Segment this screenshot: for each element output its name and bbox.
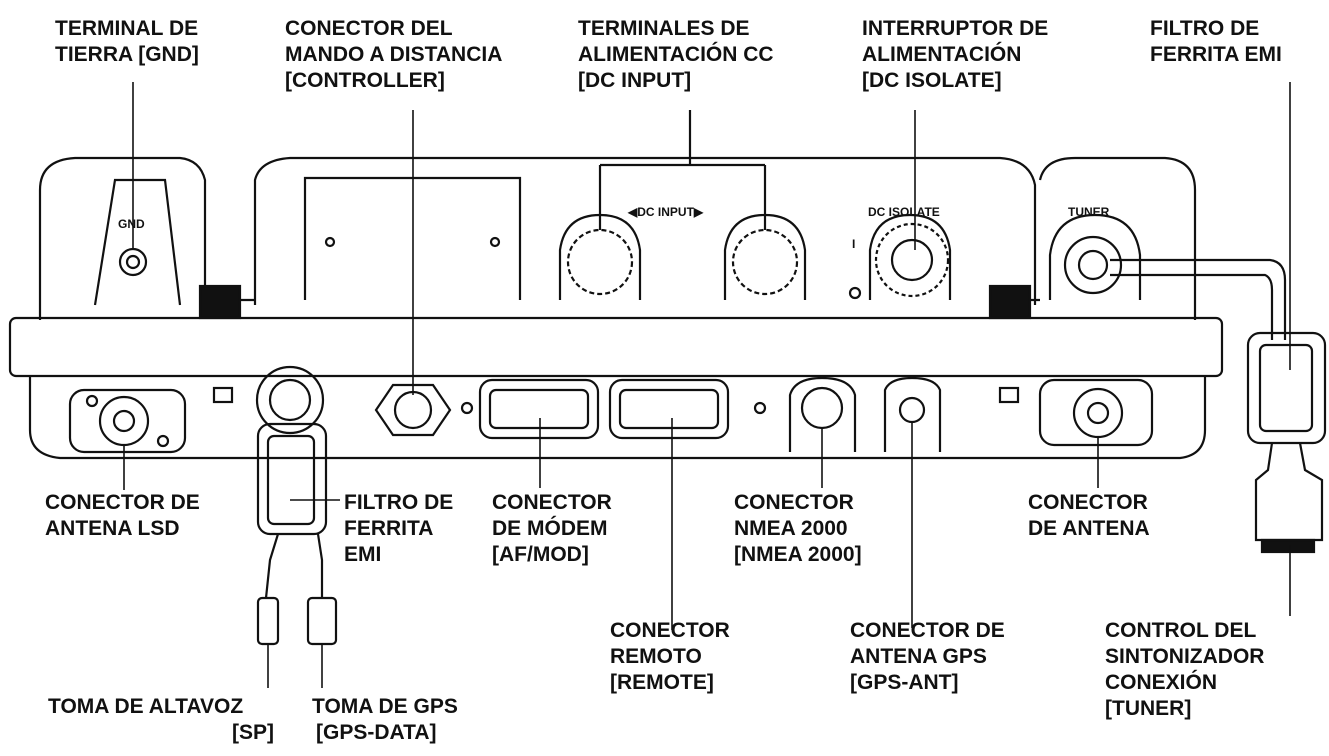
- tuner-connector: [1063, 235, 1123, 295]
- remote-connector: [608, 378, 730, 440]
- gnd-terminal: [118, 247, 148, 277]
- panel-dc-input-text: ◀DC INPUT▶: [627, 205, 704, 219]
- gps-antenna-connector: [898, 396, 926, 424]
- panel-gnd-text: GND: [118, 217, 145, 231]
- gps-data-jack: [306, 596, 338, 646]
- label-speaker-jack: TOMA DE ALTAVOZ[SP]: [48, 695, 274, 744]
- switch-on-mark: I: [852, 237, 855, 251]
- antenna-connector: [1038, 378, 1154, 447]
- lower-housing: [28, 376, 1207, 460]
- main-band: [8, 316, 1224, 378]
- ferrite-filter-bottom: [256, 422, 328, 536]
- dc-input-terminal-right: [731, 228, 799, 296]
- afmod-connector: [478, 378, 600, 440]
- ferrite-filter-top: [1246, 331, 1327, 445]
- panel-tuner-text: TUNER: [1068, 205, 1110, 219]
- upper-housing: [38, 156, 1197, 320]
- controller-connector: [374, 383, 452, 437]
- label-gps-data-jack: TOMA DE GPS[GPS-DATA]: [312, 695, 458, 744]
- dc-isolate-switch: [874, 222, 950, 298]
- nmea-2000-connector: [800, 386, 844, 430]
- panel-dc-isolate-text: DC ISOLATE: [868, 205, 940, 219]
- speaker-jack: [256, 596, 280, 646]
- lsd-antenna-connector: [68, 388, 187, 454]
- dc-input-terminal-left: [566, 228, 634, 296]
